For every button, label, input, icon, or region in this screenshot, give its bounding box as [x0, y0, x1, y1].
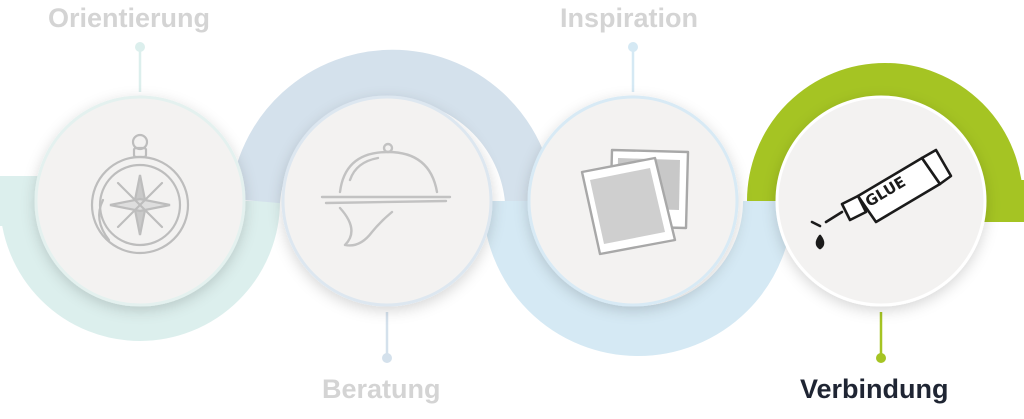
- arc-beratung: [230, 49, 555, 204]
- step-verbindung[interactable]: GLUE: [775, 95, 987, 307]
- step-label-beratung: Beratung: [322, 374, 441, 404]
- arc-orientierung: [0, 176, 280, 341]
- step-label-orientierung: Orientierung: [48, 3, 210, 33]
- step-inspiration[interactable]: [527, 95, 739, 307]
- cloche-icon: [320, 142, 452, 247]
- step-beratung[interactable]: [281, 95, 493, 307]
- connector-inspiration: [628, 42, 638, 92]
- arc-inspiration: [483, 200, 793, 356]
- step-label-inspiration: Inspiration: [560, 3, 698, 33]
- connector-orientierung: [135, 42, 145, 92]
- arc-verbindung: [747, 63, 1024, 222]
- connector-beratung: [382, 312, 392, 363]
- compass-icon: [90, 133, 190, 255]
- connector-verbindung: [876, 312, 886, 363]
- step-orientierung[interactable]: [34, 95, 246, 307]
- step-label-verbindung: Verbindung: [800, 374, 949, 404]
- photos-icon: [580, 148, 690, 256]
